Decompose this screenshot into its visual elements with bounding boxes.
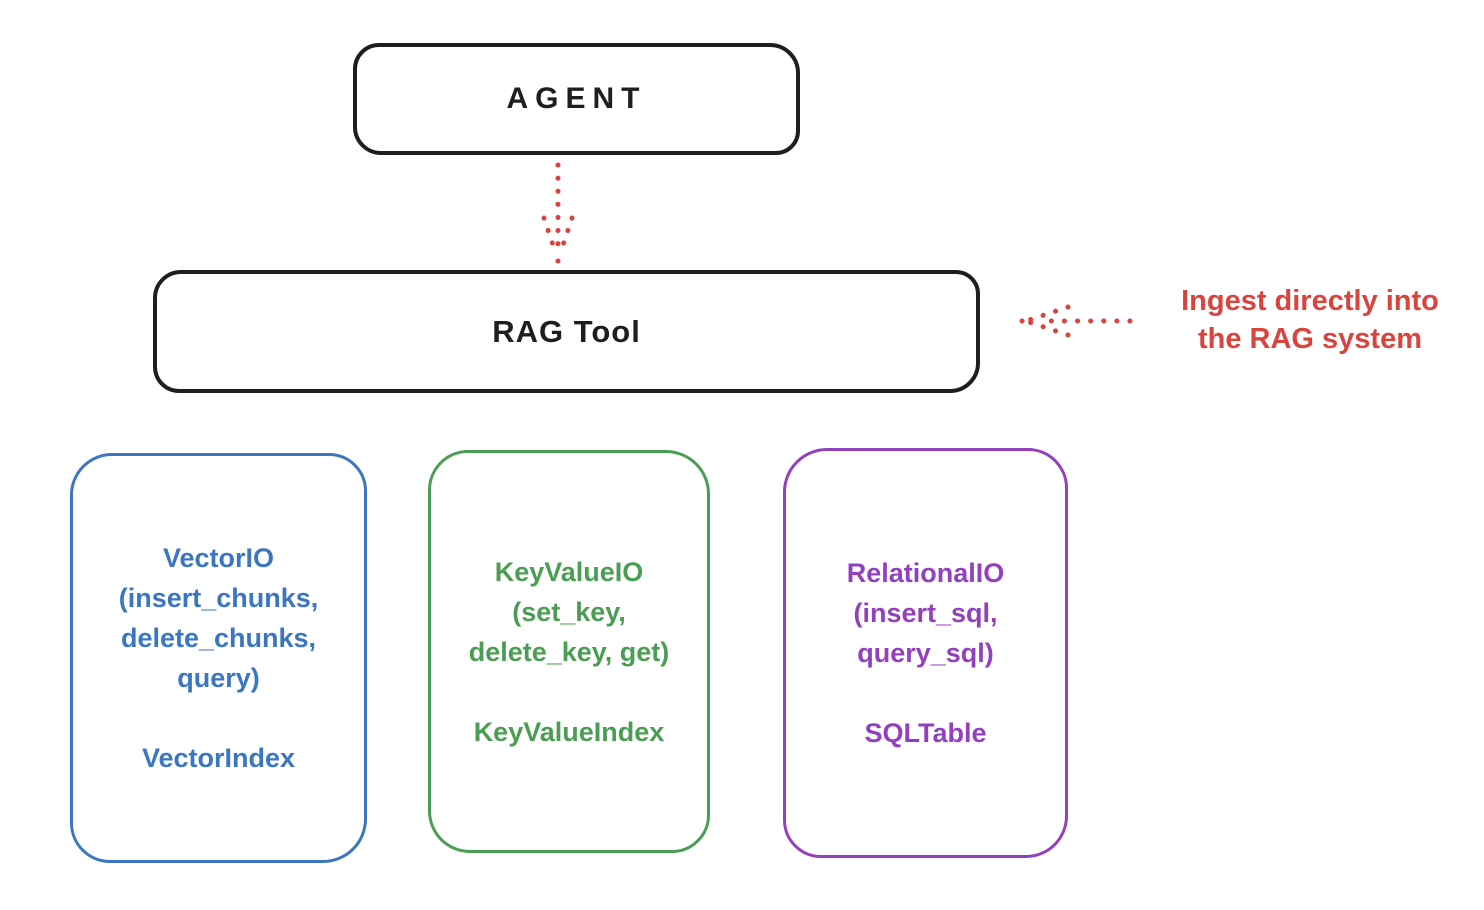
keyvalueio-node: KeyValueIO (set_key, delete_key, get) Ke… <box>428 450 710 853</box>
keyvalueio-io-line: KeyValueIO <box>494 556 644 587</box>
keyvalueio-io-block: KeyValueIO (set_key, delete_key, get) <box>469 552 670 672</box>
relationalio-io-block: RelationalIO (insert_sql, query_sql) <box>847 553 1005 673</box>
rag-tool-node-label: RAG Tool <box>492 313 641 349</box>
vectorio-io-line: VectorIO <box>162 543 275 573</box>
left-arrow-icon <box>1019 304 1133 338</box>
relationalio-io-line: query_sql) <box>857 638 994 668</box>
keyvalueio-io-line: (set_key, <box>512 596 626 627</box>
relationalio-node: RelationalIO (insert_sql, query_sql) SQL… <box>783 448 1068 858</box>
agent-node: AGENT <box>353 43 800 155</box>
vectorio-index-label: VectorIndex <box>141 743 296 773</box>
vectorio-io-line: (insert_chunks, <box>118 583 319 613</box>
relationalio-io-line: (insert_sql, <box>853 598 998 628</box>
down-arrow-icon <box>541 162 575 264</box>
relationalio-io-line: RelationalIO <box>846 558 1005 588</box>
vectorio-io-line: query) <box>177 663 260 693</box>
rag-tool-node: RAG Tool <box>153 270 980 393</box>
vectorio-node: VectorIO (insert_chunks, delete_chunks, … <box>70 453 367 863</box>
keyvalueio-io-line: delete_key, get) <box>468 636 670 667</box>
agent-node-label: AGENT <box>506 82 647 115</box>
relationalio-index-label: SQLTable <box>864 718 987 748</box>
vectorio-io-block: VectorIO (insert_chunks, delete_chunks, … <box>119 538 319 698</box>
ingest-annotation-line2: the RAG system <box>1197 323 1422 355</box>
keyvalueio-index-label: KeyValueIndex <box>473 716 665 747</box>
ingest-annotation-line1: Ingest directly into <box>1181 285 1439 317</box>
ingest-annotation: Ingest directly into the RAG system <box>1145 282 1475 358</box>
vectorio-io-line: delete_chunks, <box>120 623 317 653</box>
